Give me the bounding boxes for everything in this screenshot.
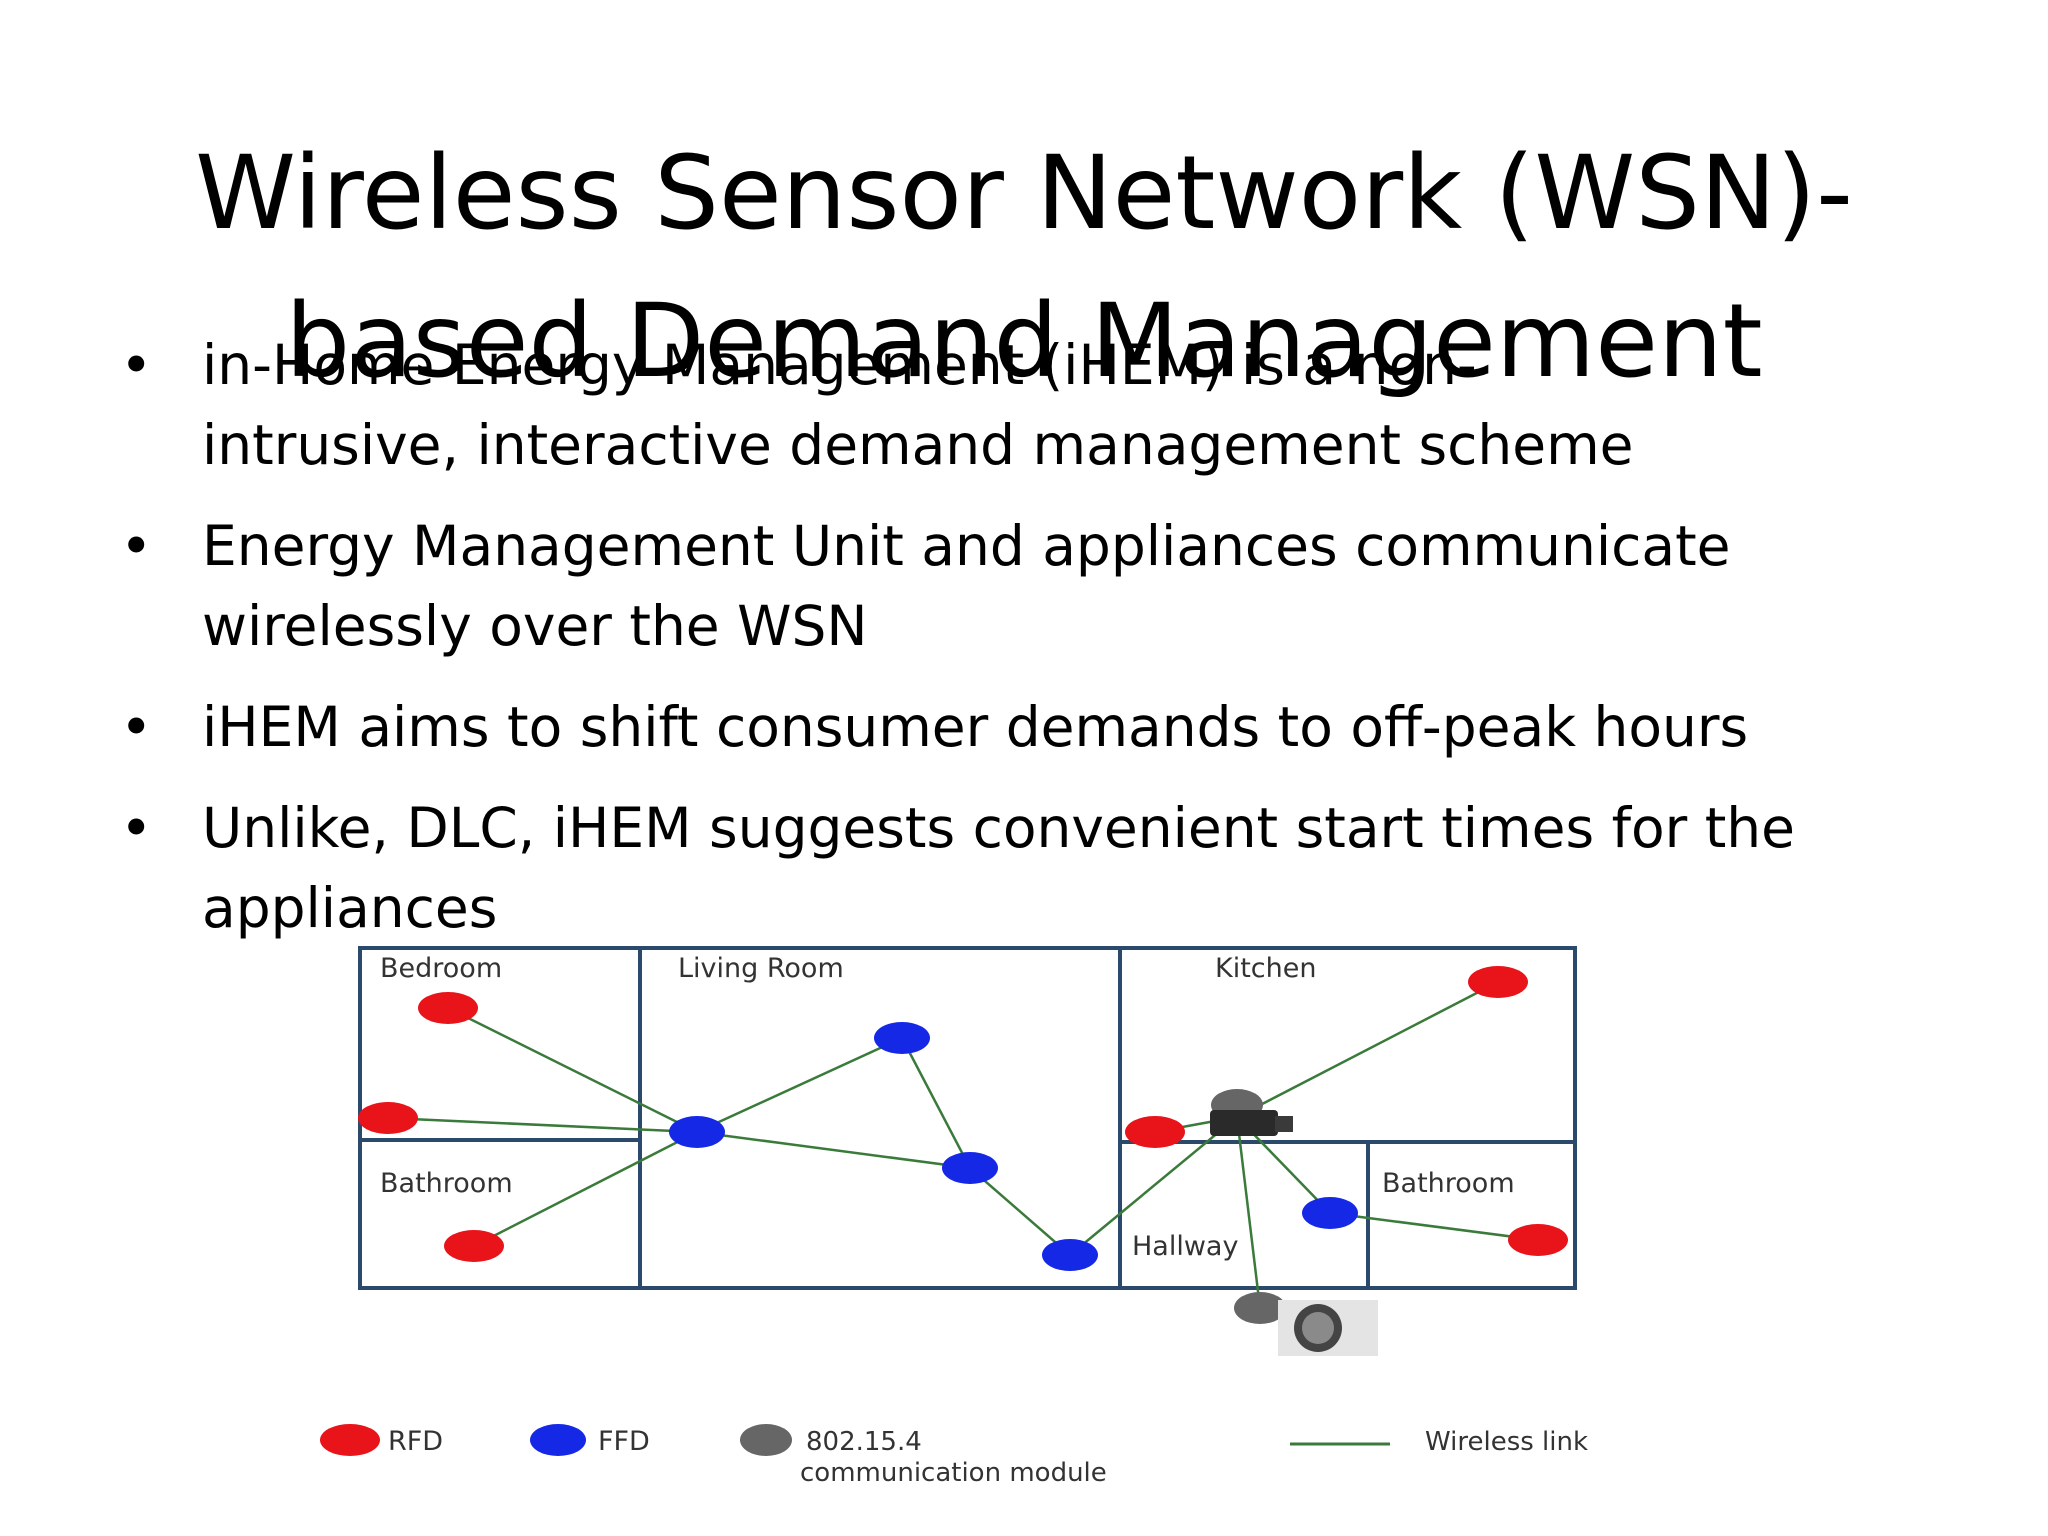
wireless-link (473, 1130, 698, 1248)
ffd-node (874, 1022, 930, 1054)
legend-module-swatch (740, 1424, 792, 1456)
wireless-link (696, 1130, 971, 1170)
bullet-text: Unlike, DLC, iHEM suggests convenient st… (202, 796, 1795, 860)
wireless-link (387, 1116, 698, 1134)
energy-management-unit-icon (1210, 1110, 1293, 1136)
wireless-link (696, 1036, 903, 1134)
bullet-text: intrusive, interactive demand management… (202, 413, 1634, 477)
bullet-icon: • (120, 333, 153, 397)
bullet-item: • in-Home Energy Management (iHEM) is a … (120, 325, 1910, 485)
bullet-item: • iHEM aims to shift consumer demands to… (120, 687, 1910, 767)
bullet-text: appliances (202, 876, 498, 940)
home-network-diagram: Bedroom Living Room Kitchen Bathroom Bat… (300, 930, 1700, 1510)
wireless-link (900, 1037, 972, 1169)
wireless-link (1236, 980, 1499, 1119)
bullet-icon: • (120, 695, 153, 759)
bullet-text: Energy Management Unit and appliances co… (202, 514, 1731, 578)
rfd-nodes (358, 966, 1568, 1262)
rfd-node (1468, 966, 1528, 998)
ffd-node (669, 1116, 725, 1148)
bullet-item: • Energy Management Unit and appliances … (120, 506, 1910, 666)
ffd-node (1042, 1239, 1098, 1271)
legend-rfd-swatch (320, 1424, 380, 1456)
slide-title: Wireless Sensor Network (WSN)- based Dem… (0, 120, 2048, 416)
title-line-2: based Demand Management (285, 282, 1763, 402)
room-label-kitchen: Kitchen (1215, 953, 1316, 984)
diagram-legend: RFD FFD 802.15.4 communication module Wi… (320, 1424, 1588, 1488)
legend-ffd-label: FFD (598, 1426, 650, 1457)
rfd-node (1508, 1224, 1568, 1256)
legend-module-label: 802.15.4 (806, 1427, 922, 1457)
communication-modules (1210, 1089, 1378, 1356)
wireless-link (1329, 1211, 1539, 1242)
bullet-text: wirelessly over the WSN (202, 594, 868, 658)
bullet-icon: • (120, 514, 153, 578)
floorplan-walls (358, 946, 1577, 1290)
bullet-list: • in-Home Energy Management (iHEM) is a … (120, 325, 1910, 969)
module-node (1234, 1292, 1286, 1324)
legend-rfd-label: RFD (388, 1426, 443, 1457)
legend-link-label: Wireless link (1425, 1427, 1588, 1457)
room-label-bedroom: Bedroom (380, 953, 502, 984)
bullet-item: • Unlike, DLC, iHEM suggests convenient … (120, 788, 1910, 948)
legend-ffd-swatch (530, 1424, 586, 1456)
bullet-text: iHEM aims to shift consumer demands to o… (202, 695, 1749, 759)
rfd-node (358, 1102, 418, 1134)
rfd-node (444, 1230, 504, 1262)
wireless-link (1069, 1116, 1238, 1256)
title-line-1: Wireless Sensor Network (WSN)- (195, 134, 1853, 254)
rfd-node (1125, 1116, 1185, 1148)
room-label-living-room: Living Room (678, 953, 844, 984)
wireless-link (969, 1167, 1071, 1256)
bullet-icon: • (120, 796, 153, 860)
smart-meter-icon (1278, 1300, 1378, 1356)
ffd-node (1302, 1197, 1358, 1229)
wireless-link (1235, 1116, 1262, 1309)
room-label-bathroom: Bathroom (1382, 1168, 1515, 1199)
legend-module-label: communication module (800, 1458, 1107, 1488)
outer-wall (358, 946, 1577, 1290)
room-label-bathroom: Bathroom (380, 1168, 513, 1199)
rfd-node (418, 992, 478, 1024)
floorplan-svg: Bedroom Living Room Kitchen Bathroom Bat… (320, 946, 1588, 1488)
room-label-hallway: Hallway (1132, 1231, 1238, 1262)
ffd-node (942, 1152, 998, 1184)
wireless-link (447, 1006, 698, 1134)
ffd-nodes (669, 1022, 1358, 1271)
wireless-links (387, 980, 1539, 1309)
bullet-text: in-Home Energy Management (iHEM) is a no… (202, 333, 1477, 397)
